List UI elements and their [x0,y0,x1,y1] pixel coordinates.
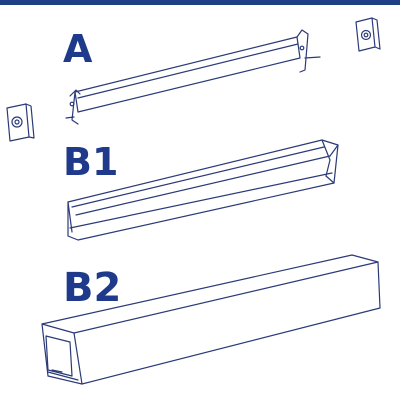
part-a-rail [65,29,321,125]
part-b2-housing [41,254,381,385]
label-b2: B2 [63,265,122,311]
top-bar [0,0,400,5]
part-b1-tray [67,139,339,241]
label-a: A [63,27,93,71]
wall-clip-right [355,17,381,52]
wall-clip-left [6,103,35,142]
label-b1: B1 [63,140,119,184]
